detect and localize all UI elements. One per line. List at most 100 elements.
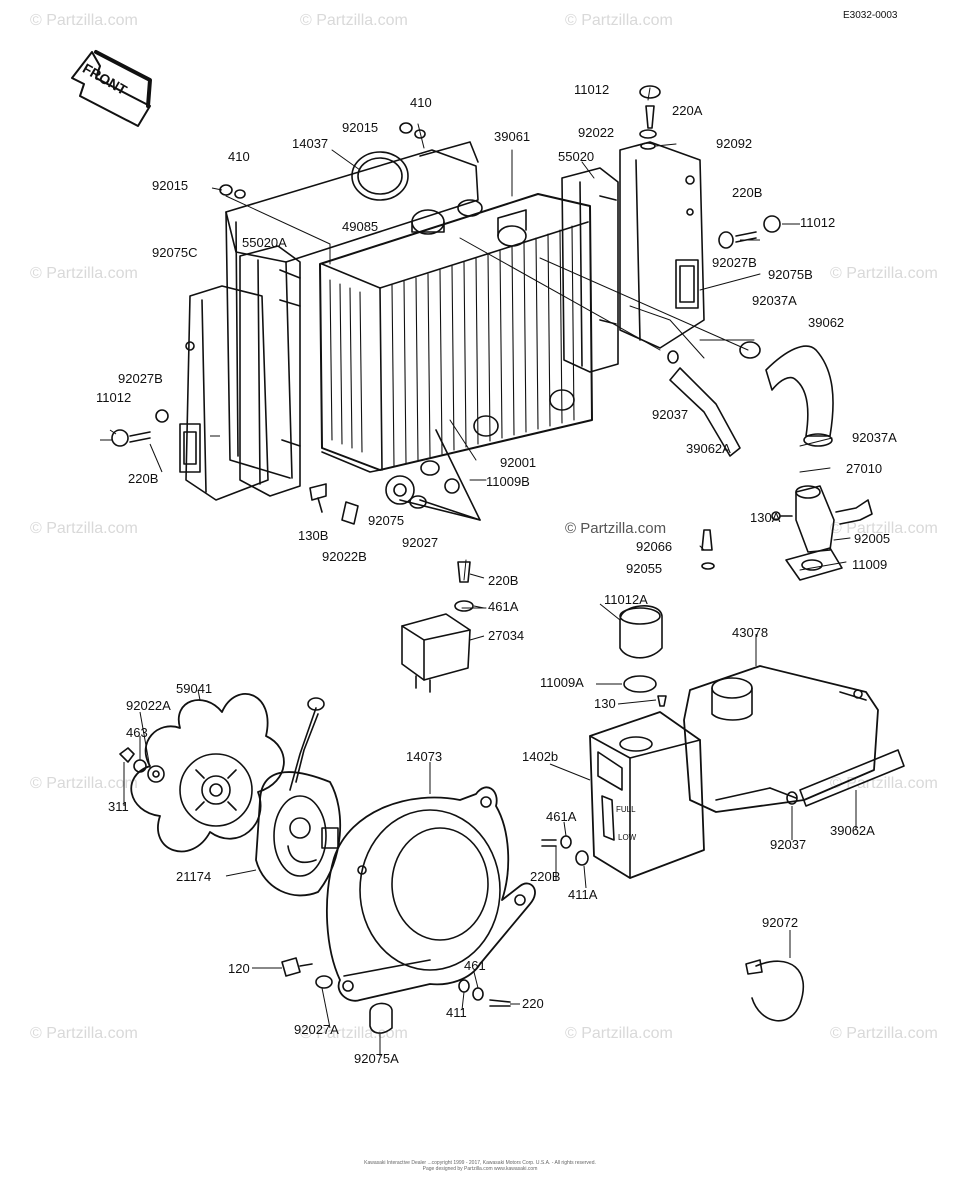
- part-label[interactable]: 11009A: [540, 675, 584, 690]
- part-label[interactable]: 14037: [292, 136, 329, 151]
- coolant-reservoir: [683, 665, 879, 813]
- diagram-code: E3032-0003: [843, 10, 898, 21]
- part-label[interactable]: 92066: [636, 539, 673, 554]
- part-label[interactable]: 411: [446, 1005, 467, 1020]
- part-label[interactable]: 220B: [128, 471, 159, 486]
- part-label[interactable]: 11012: [574, 82, 610, 97]
- part-label[interactable]: 92022A: [126, 698, 171, 713]
- radiator-cap: [351, 151, 445, 235]
- part-label[interactable]: 463: [126, 725, 148, 740]
- right-bracket: [561, 167, 619, 373]
- part-label[interactable]: 11012: [800, 215, 836, 230]
- watermark: © Partzilla.com: [30, 265, 138, 282]
- part-label[interactable]: 130B: [298, 528, 329, 543]
- part-label[interactable]: 410: [410, 95, 432, 110]
- overflow-hose: [769, 749, 905, 807]
- watermark: © Partzilla.com: [565, 12, 673, 29]
- part-label[interactable]: 130A: [750, 510, 781, 525]
- part-label[interactable]: 130: [594, 696, 616, 711]
- part-label[interactable]: 92027A: [294, 1022, 339, 1037]
- tank-mark: LOW: [618, 833, 637, 842]
- part-label[interactable]: 55020: [558, 149, 595, 164]
- part-label[interactable]: 14073: [406, 749, 443, 764]
- part-label[interactable]: 461A: [546, 809, 577, 824]
- upper-hose: [739, 341, 834, 447]
- part-label[interactable]: 220A: [672, 103, 703, 118]
- part-label[interactable]: 92015: [152, 178, 189, 193]
- part-label[interactable]: 39062A: [830, 823, 875, 838]
- leader-lines: [225, 87, 851, 609]
- watermark: © Partzilla.com: [830, 775, 938, 792]
- part-label[interactable]: 27010: [846, 461, 883, 476]
- part-label[interactable]: 220B: [530, 869, 561, 884]
- footer-line: Kawasaki Interactive Dealer ...copyright…: [364, 1160, 596, 1166]
- copyright-footer: Kawasaki Interactive Dealer ...copyright…: [350, 1160, 610, 1172]
- part-label[interactable]: 411A: [568, 887, 598, 902]
- reservoir-hardware: [454, 561, 474, 612]
- part-label[interactable]: 21174: [176, 869, 212, 884]
- reservoir-cover: FULL LOW: [589, 711, 705, 879]
- part-label[interactable]: 11009: [852, 557, 888, 572]
- thermostat-housing: [701, 485, 873, 581]
- part-label[interactable]: 39062A: [686, 441, 731, 456]
- left-radiator-shroud: [179, 285, 269, 501]
- tank-mark: FULL: [616, 805, 636, 814]
- part-label[interactable]: 92092: [716, 136, 753, 151]
- part-label[interactable]: 49085: [342, 219, 379, 234]
- watermark: © Partzilla.com: [300, 12, 408, 29]
- part-label[interactable]: 220B: [732, 185, 763, 200]
- part-label[interactable]: 92015: [342, 120, 379, 135]
- hose-clamp: [745, 959, 805, 1022]
- watermark: © Partzilla.com: [30, 520, 138, 537]
- part-label[interactable]: 27034: [488, 628, 525, 643]
- part-label[interactable]: 92027: [402, 535, 439, 550]
- part-label[interactable]: 461: [464, 958, 486, 973]
- part-label[interactable]: 39061: [494, 129, 531, 144]
- part-label[interactable]: 92037: [652, 407, 689, 422]
- reservoir-cap: [619, 605, 667, 707]
- watermark: © Partzilla.com: [565, 520, 667, 537]
- shroud-hardware: [281, 957, 511, 1034]
- fan-shroud: [325, 786, 536, 1002]
- part-label[interactable]: 92005: [854, 531, 891, 546]
- part-label[interactable]: 92037A: [752, 293, 797, 308]
- part-label[interactable]: 92001: [500, 455, 537, 470]
- part-label[interactable]: 92027B: [118, 371, 163, 386]
- part-label[interactable]: 220B: [488, 573, 519, 588]
- part-label[interactable]: 92037A: [852, 430, 897, 445]
- part-label[interactable]: 92075: [368, 513, 405, 528]
- part-label[interactable]: 11012: [96, 390, 132, 405]
- watermark: © Partzilla.com: [830, 1025, 938, 1042]
- part-label[interactable]: 120: [228, 961, 250, 976]
- part-label[interactable]: 1402b: [522, 749, 559, 764]
- part-label[interactable]: 410: [228, 149, 250, 164]
- part-label[interactable]: 92075B: [768, 267, 813, 282]
- watermark: © Partzilla.com: [830, 265, 938, 282]
- watermark: © Partzilla.com: [30, 12, 138, 29]
- part-label[interactable]: 92022: [578, 125, 615, 140]
- part-label[interactable]: 92075A: [354, 1051, 399, 1066]
- part-label[interactable]: 55020A: [242, 235, 287, 250]
- bypass-hose: [667, 350, 741, 457]
- part-label[interactable]: 11009B: [486, 474, 530, 489]
- fan-motor: [255, 697, 342, 897]
- watermark: © Partzilla.com: [30, 1025, 138, 1042]
- part-label[interactable]: 92055: [626, 561, 663, 576]
- radiator-bottom-hardware: [309, 429, 481, 525]
- part-label[interactable]: 11012A: [604, 592, 648, 607]
- watermark: © Partzilla.com: [565, 1025, 673, 1042]
- part-label[interactable]: 92072: [762, 915, 799, 930]
- part-label[interactable]: 59041: [176, 681, 213, 696]
- part-label[interactable]: 92022B: [322, 549, 367, 564]
- part-label[interactable]: 461A: [488, 599, 519, 614]
- fan-hub-hardware: [119, 747, 165, 783]
- cooling-fan: [130, 693, 285, 853]
- part-label[interactable]: 39062: [808, 315, 845, 330]
- part-label[interactable]: 220: [522, 996, 544, 1011]
- part-label[interactable]: 43078: [732, 625, 769, 640]
- part-label[interactable]: 92027B: [712, 255, 757, 270]
- part-label[interactable]: 92037: [770, 837, 807, 852]
- part-label[interactable]: 92075C: [152, 245, 198, 260]
